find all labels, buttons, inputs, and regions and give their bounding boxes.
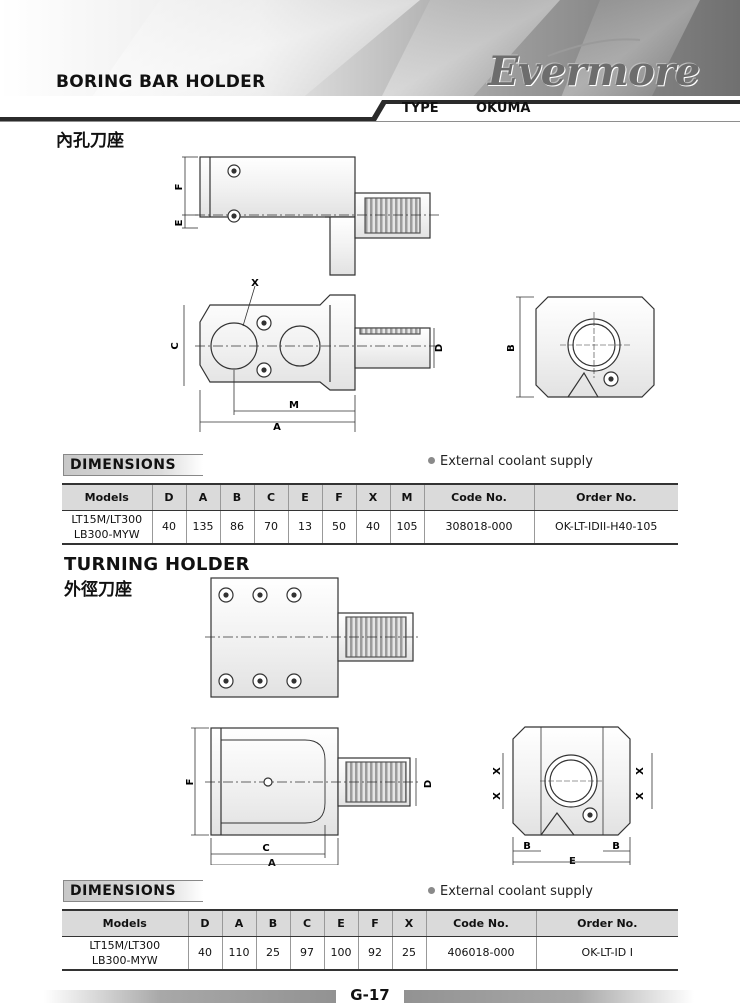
page-header: BORING BAR HOLDER Evermore TYPE OKUMA — [0, 0, 740, 125]
cell-d: 40 — [151, 510, 186, 545]
label-X-2b: X — [492, 792, 503, 800]
label-A: A — [273, 422, 281, 433]
section2-dimensions-tab: DIMENSIONS — [63, 880, 203, 902]
section1-spec-table: Models D A B C E F X M Code No. Order No… — [62, 483, 678, 545]
col-models: Models — [62, 483, 152, 511]
label-B-2b: B — [612, 841, 620, 852]
cell-c: 70 — [253, 510, 288, 545]
section2-title-cn: 外徑刀座 — [64, 580, 132, 600]
turning-holder-drawing: F D C X X X X B B — [185, 577, 653, 865]
col-m: M — [389, 483, 424, 511]
cell-b: 25 — [255, 936, 290, 971]
section2-spec-table: Models D A B C E F X Code No. Order No. … — [62, 909, 678, 971]
cell-b: 86 — [219, 510, 254, 545]
table-header-row: Models D A B C E F X Code No. Order No. — [62, 909, 678, 937]
header-background — [0, 0, 740, 122]
label-D: D — [434, 344, 445, 352]
label-X: X — [251, 278, 259, 289]
section2-title-en: TURNING HOLDER — [64, 554, 250, 575]
col-order: Order No. — [535, 909, 678, 937]
cell-order: OK-LT-IDII-H40-105 — [533, 510, 678, 545]
col-d: D — [151, 483, 186, 511]
cell-e: 13 — [287, 510, 322, 545]
label-F: F — [174, 184, 185, 191]
page-number: G-17 — [336, 986, 404, 1008]
col-code: Code No. — [423, 483, 534, 511]
col-e: E — [323, 909, 358, 937]
top-view-2 — [205, 577, 420, 698]
section1-dimensions-tab: DIMENSIONS — [63, 454, 203, 476]
col-a: A — [221, 909, 256, 937]
col-x: X — [391, 909, 426, 937]
label-X-2d: X — [635, 792, 646, 800]
col-models: Models — [62, 909, 188, 937]
section1-coolant-note: External coolant supply — [428, 454, 593, 469]
cell-a: 135 — [185, 510, 220, 545]
cell-code: 406018-000 — [425, 936, 536, 971]
brand-logo: Evermore — [488, 48, 700, 95]
cell-code: 308018-000 — [423, 510, 534, 545]
col-c: C — [253, 483, 288, 511]
label-X-2a: X — [492, 767, 503, 775]
top-view — [195, 156, 440, 276]
label-A-2: A — [268, 858, 276, 869]
type-label: TYPE — [402, 101, 439, 116]
boring-bar-holder-drawing: F E C X D M A B — [170, 156, 655, 433]
front-view — [195, 294, 440, 391]
col-c: C — [289, 909, 324, 937]
cell-e: 100 — [323, 936, 358, 971]
label-B-2a: B — [523, 841, 531, 852]
col-x: X — [355, 483, 390, 511]
col-b: B — [219, 483, 254, 511]
label-X-2c: X — [635, 767, 646, 775]
cell-d: 40 — [187, 936, 222, 971]
page-title: BORING BAR HOLDER — [56, 72, 266, 92]
cell-x: 25 — [391, 936, 426, 971]
cell-c: 97 — [289, 936, 324, 971]
col-order: Order No. — [533, 483, 678, 511]
label-M: M — [289, 400, 299, 411]
cell-m: 105 — [389, 510, 424, 545]
label-F-2: F — [185, 779, 196, 786]
label-B: B — [506, 344, 517, 352]
dim-f-e — [182, 156, 198, 229]
col-a: A — [185, 483, 220, 511]
side-view — [535, 296, 655, 398]
cell-f: 50 — [321, 510, 356, 545]
side-view-2 — [512, 726, 631, 836]
table-header-row: Models D A B C E F X M Code No. Order No… — [62, 483, 678, 511]
label-E: E — [174, 219, 185, 226]
section1-title-cn: 內孔刀座 — [56, 131, 124, 151]
section2-coolant-note: External coolant supply — [428, 884, 593, 899]
col-code: Code No. — [425, 909, 536, 937]
bullet-icon — [428, 887, 435, 894]
col-e: E — [287, 483, 322, 511]
label-C-2: C — [262, 843, 269, 854]
col-b: B — [255, 909, 290, 937]
cell-x: 40 — [355, 510, 390, 545]
bullet-icon — [428, 457, 435, 464]
cell-f: 92 — [357, 936, 392, 971]
col-d: D — [187, 909, 222, 937]
col-f: F — [357, 909, 392, 937]
label-C: C — [170, 342, 181, 349]
cell-a: 110 — [221, 936, 256, 971]
cell-order: OK-LT-ID I — [535, 936, 678, 971]
dims-front — [183, 285, 435, 432]
type-value: OKUMA — [476, 101, 531, 116]
front-view-2 — [205, 727, 420, 836]
label-E-2: E — [569, 856, 576, 867]
col-f: F — [321, 483, 356, 511]
label-D-2: D — [423, 780, 434, 788]
